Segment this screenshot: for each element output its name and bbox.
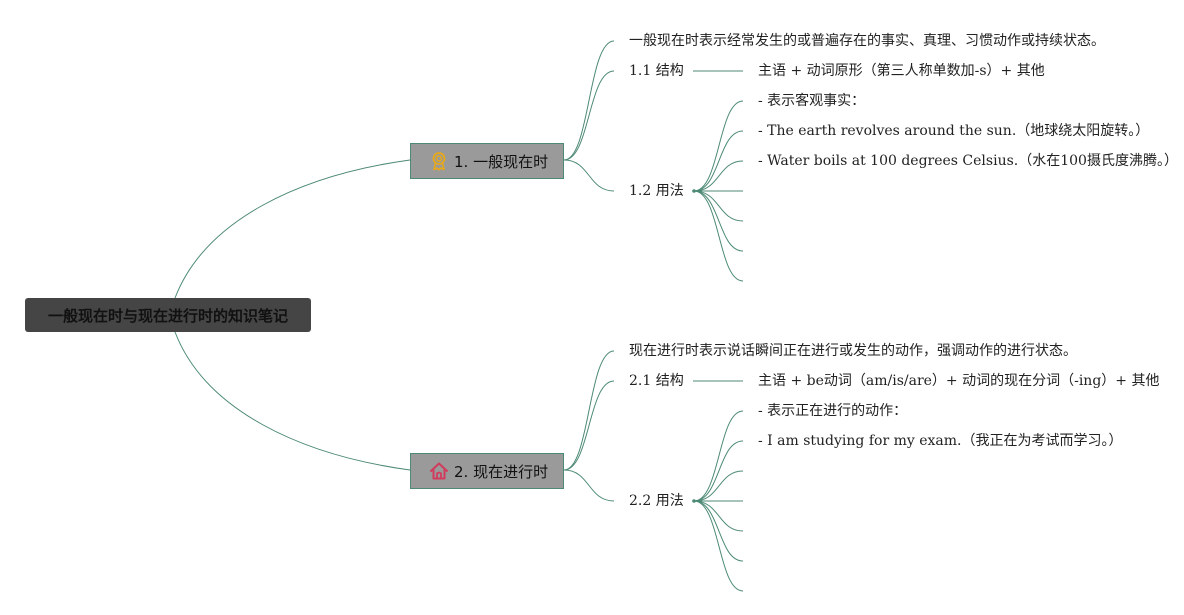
root-to-topic-1-connector: [174, 159, 411, 299]
definition-node[interactable]: 现在进行时表示说话瞬间正在进行或发生的动作，强调动作的进行状态。: [629, 343, 1077, 359]
usage-item-connector: [693, 100, 744, 192]
topic-child-connector: [563, 40, 615, 161]
topic-child-connector: [563, 350, 615, 471]
usage-item[interactable]: - The earth revolves around the sun.（地球绕…: [758, 123, 1150, 139]
topic-child-connector: [563, 380, 615, 471]
usage-item-connector: [693, 190, 744, 222]
definition-node[interactable]: 一般现在时表示经常发生的或普遍存在的事实、真理、习惯动作或持续状态。: [629, 33, 1105, 49]
usage-item-connector: [693, 190, 744, 252]
usage-item-connector: [693, 410, 744, 502]
usage-item[interactable]: - I am studying for my exam.（我正在为考试而学习。）: [758, 433, 1123, 449]
structure-value-node[interactable]: 主语 + 动词原形（第三人称单数加-s）+ 其他: [758, 63, 1045, 79]
usage-item[interactable]: - Water boils at 100 degrees Celsius.（水在…: [758, 153, 1178, 169]
usage-junction-dot: [692, 499, 696, 503]
usage-item-connector: [693, 500, 744, 562]
usage-label-node[interactable]: 1.2 用法: [629, 183, 684, 199]
usage-item-connector: [693, 190, 744, 282]
usage-item[interactable]: - 表示客观事实：: [758, 93, 866, 109]
usage-label-node[interactable]: 2.2 用法: [629, 493, 684, 509]
usage-item-connector: [693, 500, 744, 592]
home-icon: [429, 461, 449, 481]
usage-junction-dot: [692, 189, 696, 193]
usage-item-connector: [693, 130, 744, 192]
topic-child-connector: [563, 469, 615, 502]
topic-child-connector: [563, 70, 615, 161]
root-title: 一般现在时与现在进行时的知识笔记: [47, 306, 288, 325]
topic-node-present-continuous[interactable]: 2. 现在进行时: [410, 453, 564, 489]
usage-item[interactable]: - 表示正在进行的动作：: [758, 403, 908, 419]
topic-child-connector: [563, 159, 615, 192]
usage-item-connector: [693, 500, 744, 532]
award-icon: [429, 151, 449, 171]
usage-item-connector: [693, 160, 744, 192]
topic-node-simple-present[interactable]: 1. 一般现在时: [410, 143, 564, 179]
usage-item-connector: [693, 440, 744, 502]
topic-label: 1. 一般现在时: [454, 152, 549, 171]
usage-item-connector: [693, 470, 744, 502]
structure-label-node[interactable]: 1.1 结构: [629, 63, 684, 79]
root-to-topic-2-connector: [174, 331, 411, 471]
root-node[interactable]: 一般现在时与现在进行时的知识笔记: [25, 298, 311, 332]
structure-value-node[interactable]: 主语 + be动词（am/is/are）+ 动词的现在分词（-ing）+ 其他: [758, 373, 1160, 389]
structure-label-node[interactable]: 2.1 结构: [629, 373, 684, 389]
topic-label: 2. 现在进行时: [454, 462, 549, 481]
